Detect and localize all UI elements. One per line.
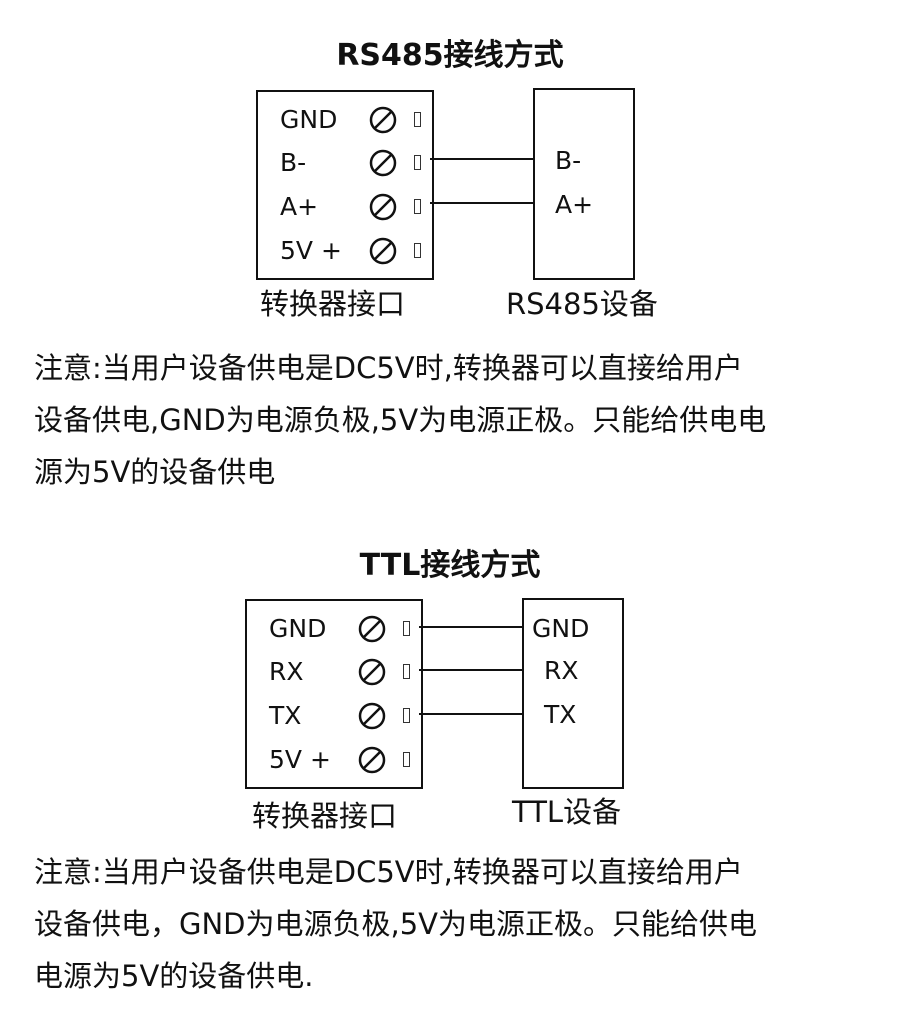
pin-label-a-plus: A+ — [280, 192, 319, 221]
wire-gnd — [419, 626, 523, 628]
terminal-slot-icon — [414, 112, 421, 127]
terminal-slot-icon — [403, 752, 410, 767]
screw-terminal-icon — [358, 658, 386, 686]
device-pin-gnd: GND — [532, 614, 590, 643]
device-pin-rx: RX — [544, 656, 579, 685]
screw-terminal-icon — [358, 615, 386, 643]
ttl-title: TTL接线方式 — [359, 548, 541, 583]
rs485-converter-caption: 转换器接口 — [260, 287, 406, 321]
pin-label-gnd: GND — [269, 614, 327, 643]
pin-label-rx: RX — [269, 657, 304, 686]
wire-rx — [419, 669, 523, 671]
ttl-converter-box: GND RX TX 5V + — [245, 599, 423, 789]
wire-tx — [419, 713, 523, 715]
screw-terminal-icon — [358, 746, 386, 774]
rs485-device-caption: RS485设备 — [506, 287, 658, 321]
terminal-slot-icon — [403, 621, 410, 636]
note-line: 设备供电,GND为电源负极,5V为电源正极。只能给供电电 — [34, 403, 767, 437]
terminal-slot-icon — [414, 243, 421, 258]
note-line: 设备供电，GND为电源负极,5V为电源正极。只能给供电 — [34, 907, 758, 941]
terminal-slot-icon — [414, 155, 421, 170]
pin-label-b-minus: B- — [280, 148, 307, 177]
ttl-device-caption: TTL设备 — [512, 795, 622, 829]
pin-label-gnd: GND — [280, 105, 338, 134]
ttl-converter-caption: 转换器接口 — [252, 799, 398, 833]
ttl-device-box: GND RX TX — [522, 598, 624, 789]
pin-label-5v-plus: 5V + — [280, 236, 342, 265]
note-line: 注意:当用户设备供电是DC5V时,转换器可以直接给用户 — [34, 351, 743, 385]
wire-a-plus — [430, 202, 534, 204]
screw-terminal-icon — [369, 237, 397, 265]
device-pin-a-plus: A+ — [555, 190, 594, 219]
screw-terminal-icon — [369, 106, 397, 134]
screw-terminal-icon — [369, 149, 397, 177]
rs485-note: 注意:当用户设备供电是DC5V时,转换器可以直接给用户 设备供电,GND为电源负… — [34, 342, 884, 498]
rs485-title: RS485接线方式 — [336, 38, 564, 73]
screw-terminal-icon — [369, 193, 397, 221]
wire-b-minus — [430, 158, 534, 160]
device-pin-tx: TX — [544, 700, 577, 729]
note-line: 源为5V的设备供电 — [34, 455, 276, 489]
pin-label-5v-plus: 5V + — [269, 745, 331, 774]
ttl-note: 注意:当用户设备供电是DC5V时,转换器可以直接给用户 设备供电，GND为电源负… — [34, 846, 884, 1002]
rs485-converter-box: GND B- A+ 5V + — [256, 90, 434, 280]
terminal-slot-icon — [403, 664, 410, 679]
pin-label-tx: TX — [269, 701, 302, 730]
note-line: 电源为5V的设备供电. — [34, 959, 314, 993]
rs485-device-box: B- A+ — [533, 88, 635, 280]
device-pin-b-minus: B- — [555, 146, 582, 175]
terminal-slot-icon — [414, 199, 421, 214]
terminal-slot-icon — [403, 708, 410, 723]
screw-terminal-icon — [358, 702, 386, 730]
note-line: 注意:当用户设备供电是DC5V时,转换器可以直接给用户 — [34, 855, 743, 889]
